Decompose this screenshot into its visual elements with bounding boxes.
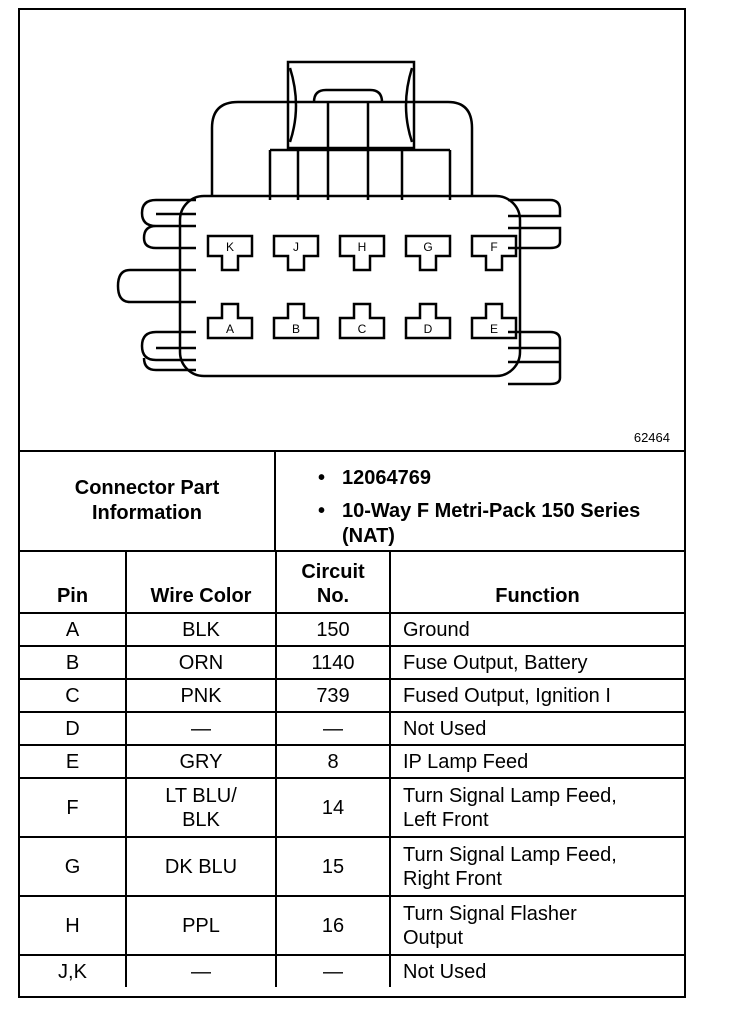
pin-b: B (272, 302, 320, 340)
function-cell: Fused Output, Ignition I (389, 678, 684, 713)
function-cell: Not Used (389, 711, 684, 746)
pin-label: K (226, 240, 234, 254)
connector-diagram: K J H G F A B C D E (116, 60, 562, 386)
table-row: B ORN 1140 Fuse Output, Battery (20, 645, 684, 680)
pin-cell: C (20, 678, 127, 713)
wire-color-cell: — (125, 711, 277, 746)
pin-label: G (423, 240, 432, 254)
function-cell: Fuse Output, Battery (389, 645, 684, 680)
function-cell: Ground (389, 612, 684, 647)
function-cell: IP Lamp Feed (389, 744, 684, 779)
figure-id: 62464 (633, 430, 670, 445)
header-pin: Pin (20, 550, 127, 614)
wire-color-cell: DK BLU (125, 836, 277, 897)
circuit-cell: 1140 (275, 645, 391, 680)
circuit-cell: 739 (275, 678, 391, 713)
connector-rail-left (140, 198, 196, 250)
pin-a: A (206, 302, 254, 340)
pin-label: F (490, 240, 497, 254)
pin-k: K (206, 234, 254, 272)
pin-label: J (293, 240, 299, 254)
pin-cell: A (20, 612, 127, 647)
pin-h: H (338, 234, 386, 272)
pin-cell: D (20, 711, 127, 746)
pin-cell: F (20, 777, 127, 838)
pin-cell: E (20, 744, 127, 779)
table-row: E GRY 8 IP Lamp Feed (20, 744, 684, 779)
table-row: H PPL 16 Turn Signal Flasher Output (20, 895, 684, 956)
connector-rail-right (508, 198, 562, 250)
pin-cell: H (20, 895, 127, 956)
connector-latch (286, 60, 416, 150)
table-row: F LT BLU/ BLK 14 Turn Signal Lamp Feed, … (20, 777, 684, 838)
pin-e: E (470, 302, 518, 340)
pin-d: D (404, 302, 452, 340)
connector-housing-back (210, 100, 474, 196)
circuit-cell: 15 (275, 836, 391, 897)
connector-info-section: Connector Part Information 12064769 10-W… (20, 450, 684, 552)
pin-label: D (424, 322, 433, 336)
wire-color-cell: GRY (125, 744, 277, 779)
pin-label: H (358, 240, 367, 254)
pin-label: C (358, 322, 367, 336)
header-wire-color: Wire Color (125, 550, 277, 614)
function-cell: Turn Signal Flasher Output (389, 895, 684, 956)
part-number: 12064769 (318, 466, 674, 491)
table-row: D — — Not Used (20, 711, 684, 746)
header-function: Function (389, 550, 684, 614)
function-cell: Not Used (389, 954, 684, 987)
circuit-cell: 14 (275, 777, 391, 838)
wire-color-cell: ORN (125, 645, 277, 680)
circuit-cell: — (275, 711, 391, 746)
wire-color-cell: LT BLU/ BLK (125, 777, 277, 838)
pin-label: B (292, 322, 300, 336)
header-circuit: Circuit No. (275, 550, 391, 614)
pin-row-bottom: A B C D E (206, 302, 518, 340)
wire-color-cell: PNK (125, 678, 277, 713)
table-row: A BLK 150 Ground (20, 612, 684, 647)
wire-color-cell: PPL (125, 895, 277, 956)
pinout-table: Pin Wire Color Circuit No. Function A BL… (20, 550, 684, 987)
pin-f: F (470, 234, 518, 272)
pin-label: E (490, 322, 498, 336)
wire-color-cell: — (125, 954, 277, 987)
table-row: J,K — — Not Used (20, 954, 684, 987)
table-header-row: Pin Wire Color Circuit No. Function (20, 550, 684, 614)
pin-cell: B (20, 645, 127, 680)
circuit-cell: — (275, 954, 391, 987)
circuit-cell: 8 (275, 744, 391, 779)
pin-g: G (404, 234, 452, 272)
circuit-cell: 150 (275, 612, 391, 647)
function-cell: Turn Signal Lamp Feed, Right Front (389, 836, 684, 897)
wire-color-cell: BLK (125, 612, 277, 647)
pin-j: J (272, 234, 320, 272)
table-row: G DK BLU 15 Turn Signal Lamp Feed, Right… (20, 836, 684, 897)
pin-c: C (338, 302, 386, 340)
pin-label: A (226, 322, 234, 336)
function-cell: Turn Signal Lamp Feed, Left Front (389, 777, 684, 838)
connector-body (178, 194, 522, 378)
connector-type: 10-Way F Metri-Pack 150 Series (NAT) (318, 499, 674, 549)
circuit-cell: 16 (275, 895, 391, 956)
pin-cell: J,K (20, 954, 127, 987)
table-row: C PNK 739 Fused Output, Ignition I (20, 678, 684, 713)
connector-info-list: 12064769 10-Way F Metri-Pack 150 Series … (318, 466, 674, 549)
connector-info-label: Connector Part Information (20, 452, 276, 550)
pin-cell: G (20, 836, 127, 897)
